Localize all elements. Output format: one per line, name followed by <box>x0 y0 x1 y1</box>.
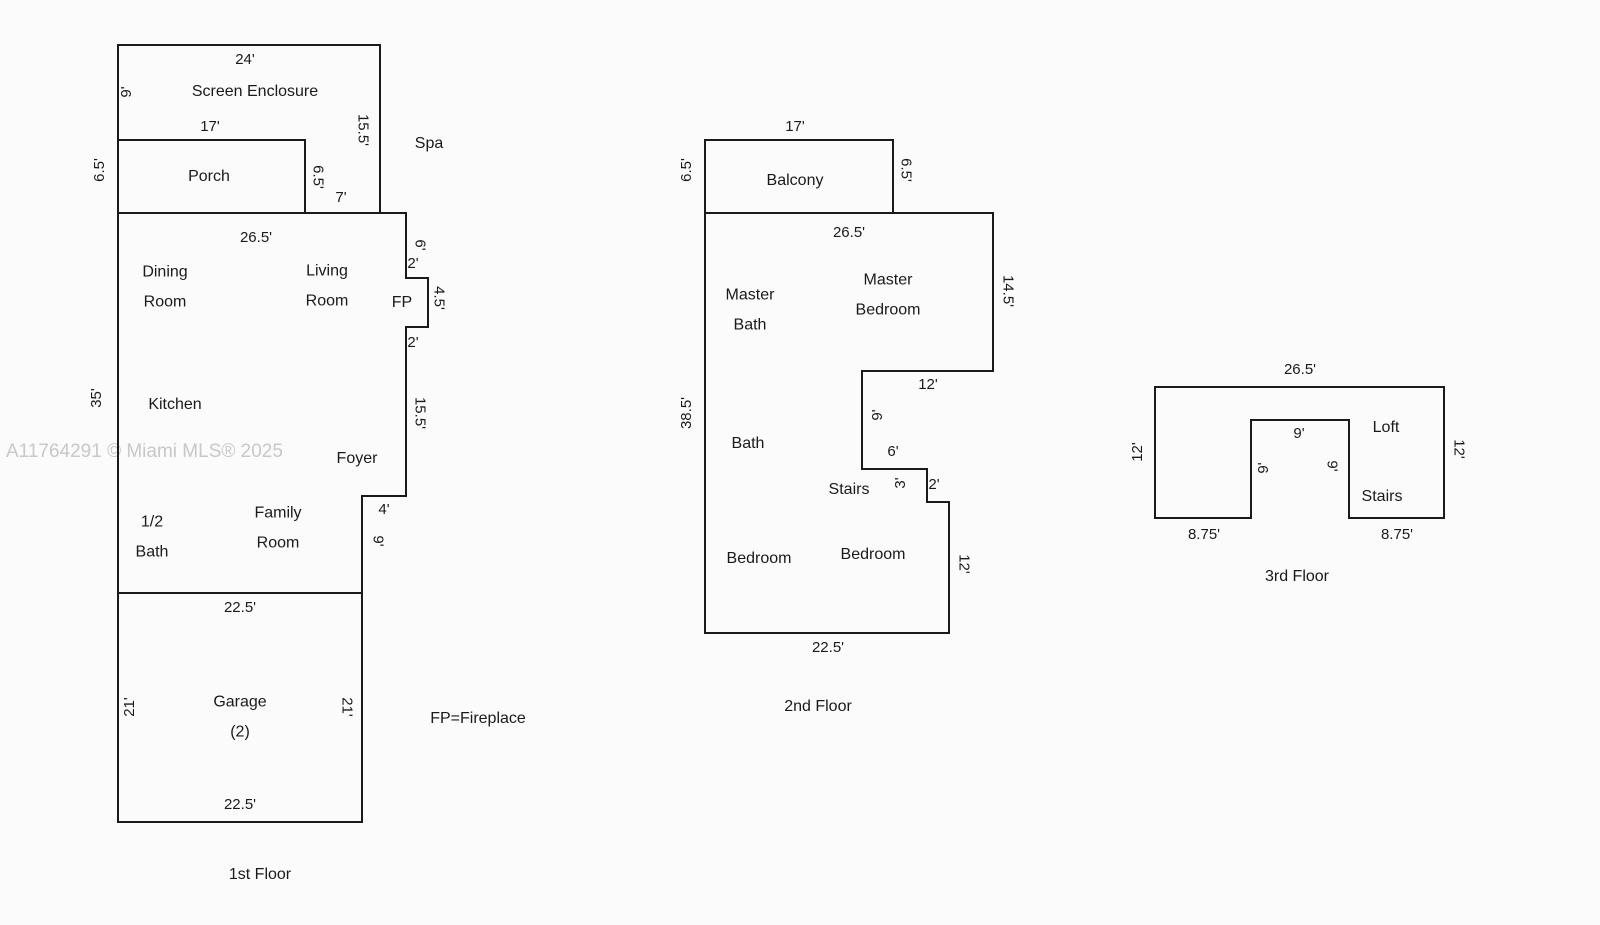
floor1-garage-outline <box>117 592 363 823</box>
dim-floor1-fp-bottom: 2' <box>407 333 419 351</box>
dim-floor1-fp-side: 4.5' <box>430 286 448 310</box>
dim-floor2-step-9: 9' <box>868 409 886 421</box>
room-label-family-room: Family Room <box>254 504 302 552</box>
room-label-stairs-floor3: Stairs <box>1361 487 1403 505</box>
dim-floor3-right: 12' <box>1450 439 1468 459</box>
dim-floor2-right-lower: 12' <box>955 554 973 574</box>
dim-floor1-right-lower: 15.5' <box>411 396 429 430</box>
dim-floor1-enclosure-strip: 7' <box>335 188 347 206</box>
dim-floor2-main-left: 38.5' <box>677 396 695 430</box>
mls-watermark: A11764291 © Miami MLS® 2025 <box>6 441 283 462</box>
dim-floor3-left: 12' <box>1128 442 1146 462</box>
dim-floor3-notch-left: 9' <box>1254 462 1272 474</box>
floor2-balcony-outline <box>704 139 894 213</box>
dim-floor1-porch-right: 6.5' <box>309 165 327 189</box>
room-label-loft: Loft <box>1372 418 1400 436</box>
dim-floor1-main-left: 35' <box>87 388 105 408</box>
room-label-bedroom-left: Bedroom <box>726 549 792 567</box>
room-label-bedroom-right: Bedroom <box>840 545 906 563</box>
dim-floor1-foyer-step-top: 4' <box>378 500 390 518</box>
dim-floor1-main-top: 26.5' <box>239 228 273 246</box>
fireplace-legend: FP=Fireplace <box>430 709 526 727</box>
dim-floor1-enclosure-left: 9' <box>117 86 135 98</box>
room-label-stairs-floor2: Stairs <box>828 480 870 498</box>
dim-floor1-garage-right: 21' <box>338 697 356 717</box>
dim-floor2-step-3: 3' <box>891 477 909 489</box>
room-label-kitchen: Kitchen <box>148 395 202 413</box>
dim-floor1-garage-top: 22.5' <box>223 598 257 616</box>
dim-floor2-bottom: 22.5' <box>811 638 845 656</box>
dim-floor2-step-12: 12' <box>918 375 938 393</box>
dim-floor3-notch-right: 9' <box>1323 460 1341 472</box>
floor1-screen-enclosure-outline <box>117 44 381 213</box>
dim-floor2-step-6: 6' <box>887 442 899 460</box>
dim-floor1-enclosure-right: 15.5' <box>354 113 372 147</box>
room-label-porch: Porch <box>188 167 230 185</box>
floor2-caption: 2nd Floor <box>784 697 852 715</box>
dim-floor3-bottom-left: 8.75' <box>1187 525 1221 543</box>
room-label-screen-enclosure: Screen Enclosure <box>191 82 319 100</box>
dim-floor3-bottom-right: 8.75' <box>1380 525 1414 543</box>
floor1-caption: 1st Floor <box>228 865 292 883</box>
room-label-balcony: Balcony <box>766 171 824 189</box>
room-label-bath: Bath <box>731 434 765 452</box>
floor3-outline <box>1154 386 1445 519</box>
dim-floor1-garage-bottom: 22.5' <box>223 795 257 813</box>
dim-floor1-porch-top: 17' <box>200 117 220 135</box>
room-label-spa: Spa <box>414 134 444 152</box>
dim-floor1-foyer-step-side: 9' <box>369 535 387 547</box>
dim-floor2-balcony-right: 6.5' <box>897 158 915 182</box>
floor2-main-outline <box>704 212 994 634</box>
dim-floor3-notch-top: 9' <box>1293 424 1305 442</box>
room-label-half-bath: 1/2 Bath <box>135 513 169 561</box>
room-label-master-bedroom: Master Bedroom <box>855 271 921 319</box>
floor1-porch-outline <box>117 139 306 213</box>
dim-floor1-porch-left: 6.5' <box>90 158 108 182</box>
dim-floor1-enclosure-top: 24' <box>235 50 255 68</box>
room-label-living-room: Living Room <box>305 262 349 310</box>
dim-floor2-step-2: 2' <box>928 475 940 493</box>
dim-floor2-balcony-left: 6.5' <box>677 158 695 182</box>
dim-floor2-main-top: 26.5' <box>832 223 866 241</box>
room-label-foyer: Foyer <box>336 449 378 467</box>
room-label-dining-room: Dining Room <box>142 263 188 311</box>
floor3-caption: 3rd Floor <box>1264 567 1330 585</box>
room-label-master-bath: Master Bath <box>725 286 775 334</box>
room-label-fireplace: FP <box>391 293 413 311</box>
dim-floor2-right-upper: 14.5' <box>999 274 1017 308</box>
dim-floor1-fp-top: 2' <box>407 254 419 272</box>
dim-floor3-top: 26.5' <box>1283 360 1317 378</box>
room-label-garage: Garage (2) <box>213 693 267 741</box>
dim-floor1-garage-left: 21' <box>120 697 138 717</box>
dim-floor2-balcony-top: 17' <box>785 117 805 135</box>
